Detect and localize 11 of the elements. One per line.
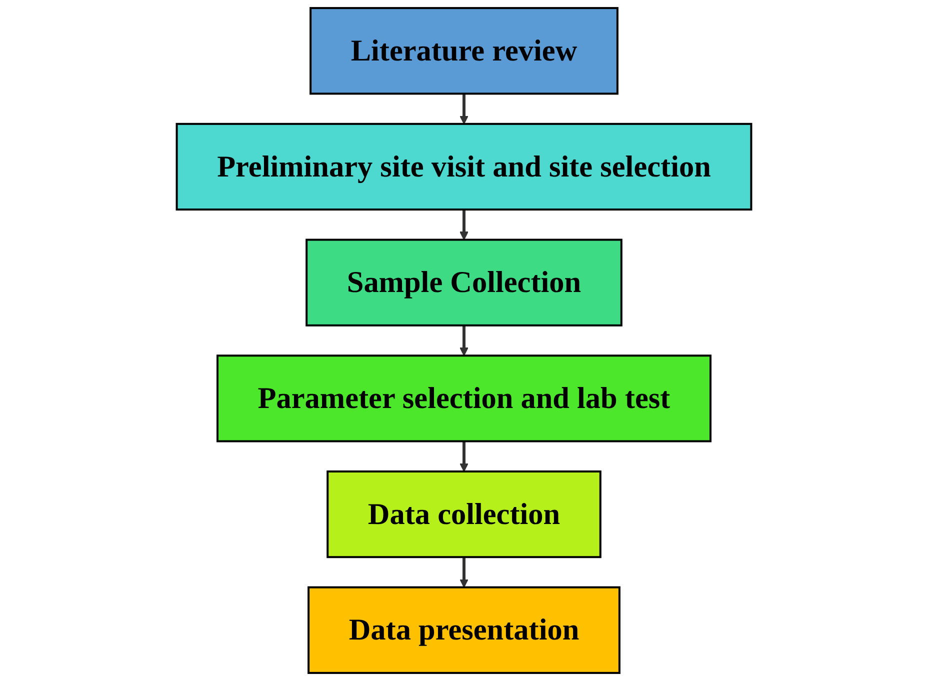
node-box: [176, 122, 752, 211]
arrow: [460, 441, 468, 472]
node-box: [326, 470, 602, 558]
arrow: [460, 325, 468, 356]
node-box: [216, 354, 712, 442]
arrow: [460, 557, 468, 588]
node-box: [310, 7, 618, 95]
arrow: [460, 94, 468, 124]
node-box: [306, 238, 622, 326]
node-box: [308, 586, 620, 674]
arrow: [460, 210, 468, 240]
